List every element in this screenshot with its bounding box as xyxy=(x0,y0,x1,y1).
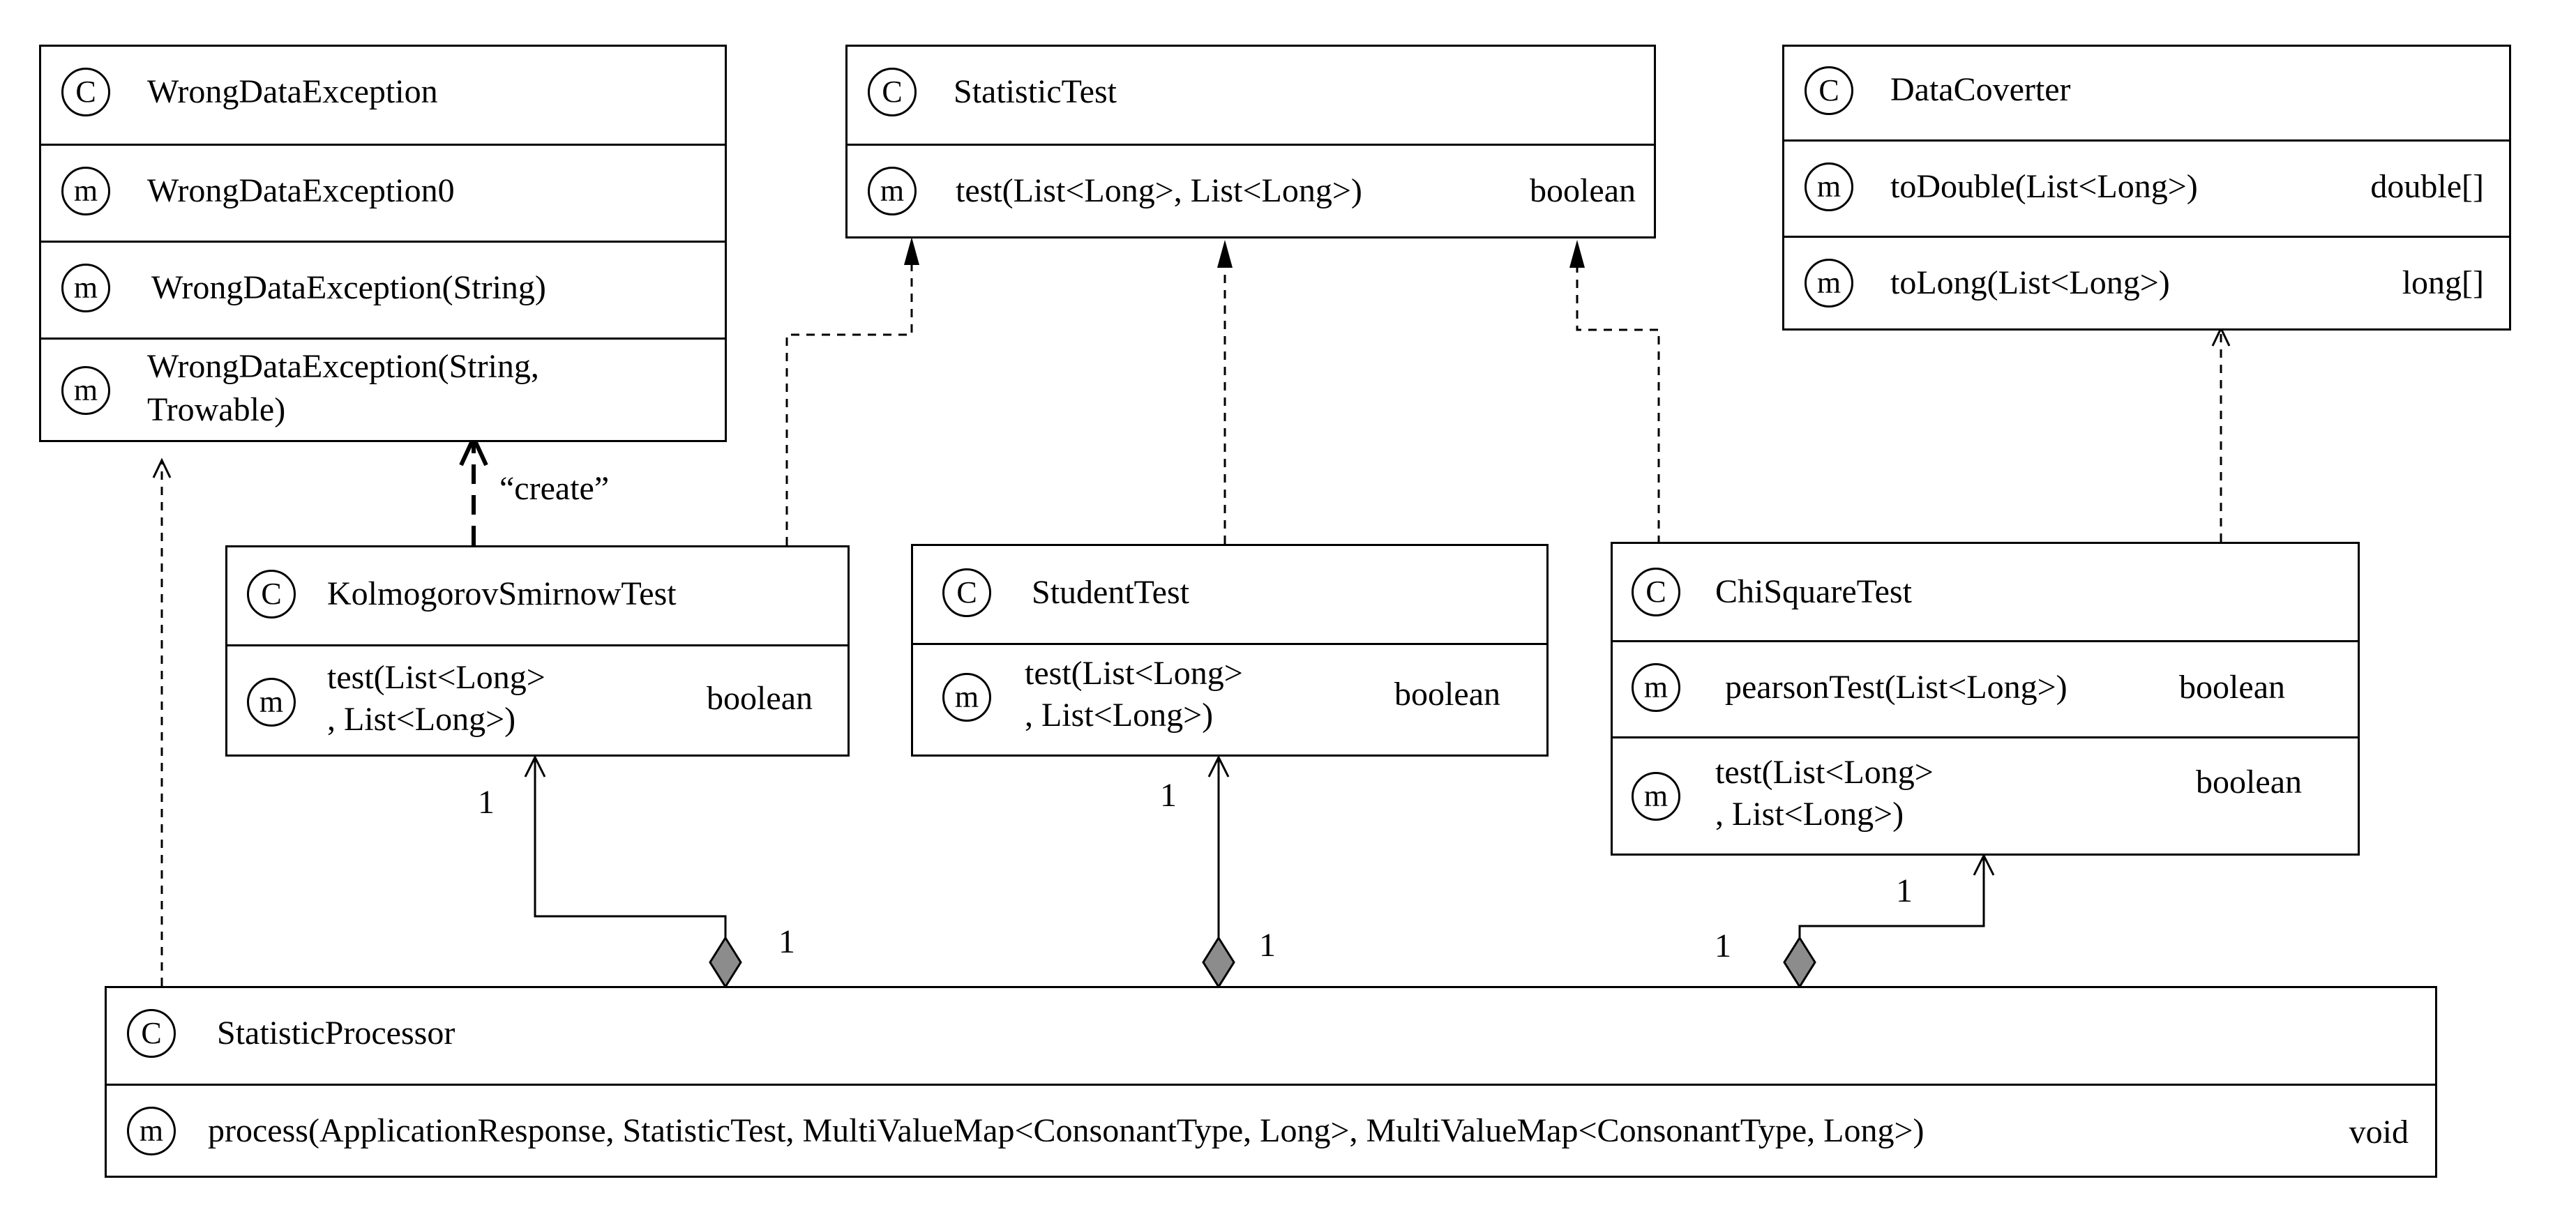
method-signature-line1: WrongDataException(String, xyxy=(147,348,539,385)
class-badge: C xyxy=(1632,568,1680,616)
class-name: StudentTest xyxy=(1032,574,1189,611)
class-kolmogorovsmirnowtest: C KolmogorovSmirnowTest m test(List<Long… xyxy=(225,545,850,757)
class-header: C KolmogorovSmirnowTest xyxy=(227,547,848,644)
method-badge: m xyxy=(1632,772,1680,821)
method-signature: WrongDataException0 xyxy=(147,172,455,209)
method-signature-line1: test(List<Long> xyxy=(327,659,545,696)
realization-student-to-statistictest xyxy=(1217,240,1233,544)
method-row: m test(List<Long> , List<Long>) boolean xyxy=(1613,736,2358,856)
class-name: StatisticTest xyxy=(954,73,1117,110)
method-row: m test(List<Long> , List<Long>) boolean xyxy=(913,643,1546,757)
method-return-type: void xyxy=(2349,1114,2409,1151)
class-badge: C xyxy=(127,1009,176,1058)
realization-ks-to-statistictest xyxy=(785,237,919,545)
class-name: KolmogorovSmirnowTest xyxy=(327,575,677,612)
method-signature-line2: , List<Long>) xyxy=(1025,697,1214,734)
method-badge: m xyxy=(61,167,110,215)
class-datacoverter: C DataCoverter m toDouble(List<Long>) do… xyxy=(1782,45,2511,331)
class-name: WrongDataException xyxy=(147,73,438,110)
method-badge: m xyxy=(942,673,991,722)
realization-chisquare-to-statistictest xyxy=(1569,240,1660,544)
method-return-type: long[] xyxy=(2402,264,2484,301)
method-row: m pearsonTest(List<Long>) boolean xyxy=(1613,640,2358,736)
method-row: m toLong(List<Long>) long[] xyxy=(1784,236,2509,331)
aggregation-diamond xyxy=(1783,936,1816,989)
class-badge: C xyxy=(868,68,917,116)
aggregation-diamond xyxy=(1202,936,1235,989)
realization-arrowhead xyxy=(1217,240,1233,268)
aggregation-processor-chisquare xyxy=(1783,853,1995,989)
class-header: C StudentTest xyxy=(913,546,1546,643)
method-row: m WrongDataException0 xyxy=(41,144,725,241)
dependency-chisquare-to-datacoverter xyxy=(2211,326,2231,542)
method-row: m WrongDataException(String, Trowable) xyxy=(41,338,725,442)
class-wrongdataexception: C WrongDataException m WrongDataExceptio… xyxy=(39,45,727,442)
class-header: C WrongDataException xyxy=(41,47,725,144)
dependency-processor-to-wrongdataexception xyxy=(152,457,172,986)
method-return-type: boolean xyxy=(1530,172,1636,209)
method-return-type: boolean xyxy=(707,680,813,717)
method-row: m test(List<Long>, List<Long>) boolean xyxy=(848,144,1654,238)
multiplicity-ks-end: 1 xyxy=(478,784,495,821)
realization-arrowhead xyxy=(1569,240,1585,268)
class-header: C StatisticTest xyxy=(848,47,1654,144)
class-statistictest: C StatisticTest m test(List<Long>, List<… xyxy=(845,45,1656,238)
aggregation-processor-student xyxy=(1202,754,1235,989)
class-header: C StatisticProcessor xyxy=(107,988,2435,1084)
create-dependency-ks-to-wrongdataexception xyxy=(459,432,488,545)
method-signature-line2: , List<Long>) xyxy=(327,701,516,738)
multiplicity-ks-processor: 1 xyxy=(778,923,795,960)
class-studenttest: C StudentTest m test(List<Long> , List<L… xyxy=(911,544,1549,757)
class-header: C ChiSquareTest xyxy=(1613,544,2358,640)
method-badge: m xyxy=(1632,663,1680,712)
method-badge: m xyxy=(1805,162,1853,211)
method-badge: m xyxy=(61,366,110,415)
method-return-type: boolean xyxy=(1394,676,1500,713)
method-return-type: boolean xyxy=(2179,669,2285,706)
method-signature-line1: test(List<Long> xyxy=(1025,655,1243,692)
realization-arrowhead xyxy=(904,237,919,265)
method-signature: toDouble(List<Long>) xyxy=(1890,168,2198,205)
class-badge: C xyxy=(1805,66,1853,115)
class-header: C DataCoverter xyxy=(1784,47,2509,139)
class-name: StatisticProcessor xyxy=(217,1015,455,1052)
method-badge: m xyxy=(127,1107,176,1155)
method-row: m test(List<Long> , List<Long>) boolean xyxy=(227,644,848,757)
class-chisquaretest: C ChiSquareTest m pearsonTest(List<Long>… xyxy=(1611,542,2360,856)
method-signature: test(List<Long>, List<Long>) xyxy=(956,172,1362,209)
method-signature-line2: , List<Long>) xyxy=(1715,796,1904,833)
method-row: m WrongDataException(String) xyxy=(41,241,725,338)
method-badge: m xyxy=(61,264,110,312)
method-row: m toDouble(List<Long>) double[] xyxy=(1784,139,2509,236)
class-name: DataCoverter xyxy=(1890,71,2071,108)
class-statisticprocessor: C StatisticProcessor m process(Applicati… xyxy=(105,986,2437,1178)
create-stereotype-label: “create” xyxy=(499,470,610,507)
method-badge: m xyxy=(868,167,917,215)
class-badge: C xyxy=(61,68,110,116)
method-badge: m xyxy=(247,678,296,727)
method-signature: WrongDataException(String) xyxy=(151,269,546,306)
method-signature: toLong(List<Long>) xyxy=(1890,264,2170,301)
method-return-type: double[] xyxy=(2370,168,2484,205)
method-row: m process(ApplicationResponse, Statistic… xyxy=(107,1084,2435,1178)
method-signature: process(ApplicationResponse, StatisticTe… xyxy=(208,1112,1925,1149)
aggregation-processor-ks xyxy=(524,754,742,989)
class-name: ChiSquareTest xyxy=(1715,573,1912,610)
class-badge: C xyxy=(247,570,296,619)
multiplicity-chi-processor: 1 xyxy=(1715,927,1731,964)
multiplicity-student-end: 1 xyxy=(1160,777,1177,814)
method-badge: m xyxy=(1805,259,1853,308)
multiplicity-student-processor: 1 xyxy=(1259,927,1276,964)
method-signature-line1: test(List<Long> xyxy=(1715,754,1934,791)
method-signature: pearsonTest(List<Long>) xyxy=(1725,669,2067,706)
method-return-type: boolean xyxy=(2196,764,2302,801)
aggregation-diamond xyxy=(709,936,742,989)
multiplicity-chi-end: 1 xyxy=(1896,872,1913,909)
method-signature-line2: Trowable) xyxy=(147,391,286,428)
class-badge: C xyxy=(942,568,991,617)
